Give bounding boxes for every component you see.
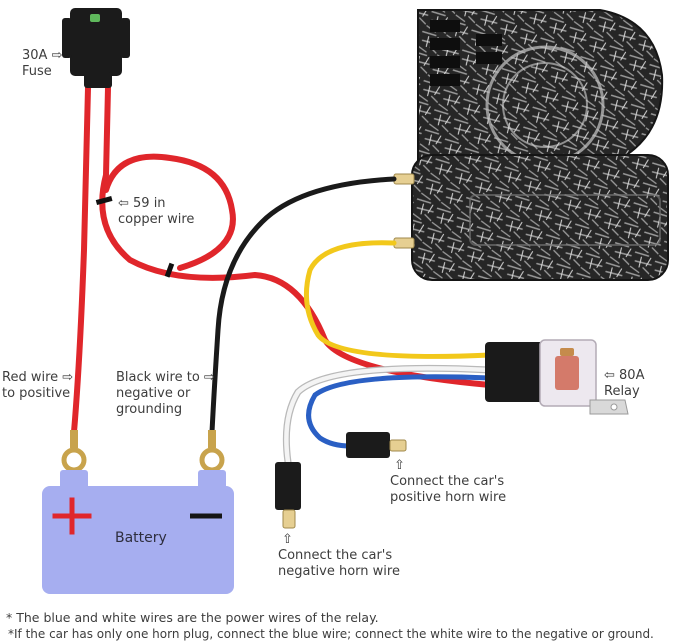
copper-wire-label: ⇦ 59 in copper wire	[118, 196, 195, 227]
yellow-wire	[303, 240, 493, 359]
relay-mounting-tab	[589, 399, 629, 415]
horn-bell-inner	[502, 62, 588, 148]
battery	[42, 470, 234, 594]
black-wire	[209, 176, 397, 435]
horn-terminal-top	[393, 173, 415, 185]
negative-horn-connector	[275, 462, 301, 529]
relay-contact	[560, 348, 574, 356]
footnote-2: *If the car has only one horn plug, conn…	[8, 627, 654, 641]
red-wire-loop-upper	[103, 153, 236, 271]
fuse-label: 30A ⇨ Fuse	[22, 48, 63, 79]
red-wire-label: Red wire ⇨ to positive	[2, 370, 74, 401]
white-wire	[284, 366, 493, 465]
horn-compressor-body	[411, 154, 669, 281]
relay-label: ⇦ 80A Relay	[604, 368, 645, 399]
footnote-1: * The blue and white wires are the power…	[6, 610, 379, 625]
relay-coil	[555, 356, 579, 390]
zip-tie-lower	[164, 262, 175, 278]
negative-horn-wire-label: ⇧ Connect the car's negative horn wire	[278, 532, 400, 579]
relay	[485, 339, 629, 415]
relay-base	[485, 342, 545, 402]
horn-terminal-bottom	[393, 237, 415, 249]
horn	[393, 9, 669, 281]
positive-horn-wire-label: ⇧ Connect the car's positive horn wire	[390, 458, 507, 505]
battery-body	[42, 486, 234, 594]
battery-plus-sign	[52, 497, 92, 535]
zip-tie-upper	[95, 195, 113, 205]
red-wire-loop	[99, 85, 493, 388]
horn-compressor-band	[469, 194, 661, 246]
black-wire-label: Black wire to ⇨ negative or grounding	[116, 370, 215, 417]
ring-terminal-negative	[199, 430, 225, 473]
blue-wire	[306, 374, 493, 449]
horn-grille	[430, 20, 502, 86]
positive-horn-connector	[346, 432, 407, 458]
fuse-holder	[62, 8, 130, 88]
red-wire-to-positive	[71, 85, 91, 435]
battery-label: Battery	[115, 530, 167, 546]
ring-terminal-positive	[61, 430, 87, 473]
